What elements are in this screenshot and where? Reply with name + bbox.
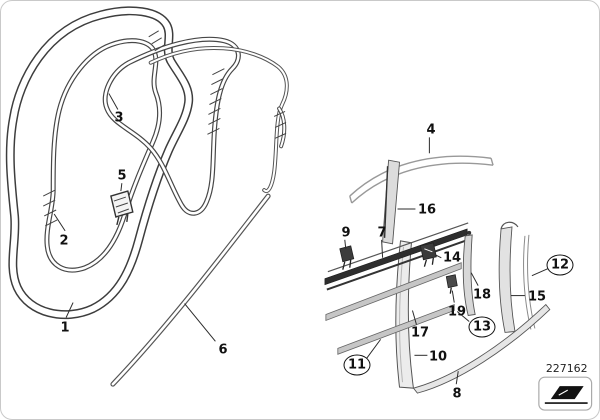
clip-14 [419, 242, 437, 267]
part-label-3[interactable]: 3 [114, 110, 124, 126]
part-label-10[interactable]: 10 [428, 349, 448, 365]
part-label-12[interactable]: 12 [546, 254, 574, 276]
part-label-13[interactable]: 13 [468, 316, 496, 338]
clip-9 [339, 245, 355, 270]
clip-part-5 [110, 190, 134, 226]
part-label-18[interactable]: 18 [472, 287, 492, 303]
part-label-8[interactable]: 8 [452, 386, 462, 402]
part-label-19[interactable]: 19 [447, 304, 467, 320]
part-label-14[interactable]: 14 [442, 250, 462, 266]
weatherstrip-lower [337, 303, 455, 355]
viewing-direction-stamp-icon [544, 386, 588, 404]
leader-lines [53, 93, 549, 385]
cover-strip-15 [498, 221, 519, 333]
part-label-11[interactable]: 11 [343, 354, 371, 376]
part-label-2[interactable]: 2 [59, 233, 69, 249]
part-label-4[interactable]: 4 [426, 122, 436, 138]
part-label-1[interactable]: 1 [60, 320, 70, 336]
cover-strip-18 [462, 230, 476, 316]
viewing-direction-stamp [538, 376, 593, 411]
trim-arc-4 [349, 155, 494, 204]
part-label-6[interactable]: 6 [218, 342, 228, 358]
part-label-9[interactable]: 9 [341, 225, 351, 241]
clip-19 [445, 274, 458, 294]
part-label-5[interactable]: 5 [117, 168, 127, 184]
part-label-16[interactable]: 16 [417, 202, 437, 218]
trim-strip-6 [113, 196, 268, 384]
chrome-strip [523, 234, 536, 330]
trim-strip-8 [412, 303, 551, 394]
part-label-15[interactable]: 15 [527, 289, 547, 305]
weatherstrip-17 [325, 262, 462, 322]
cover-strip-16 [382, 159, 401, 245]
part-label-7[interactable]: 7 [377, 225, 387, 241]
hatch-marks [43, 30, 287, 227]
diagram-code: 227162 [546, 362, 588, 375]
part-label-17[interactable]: 17 [410, 325, 430, 341]
